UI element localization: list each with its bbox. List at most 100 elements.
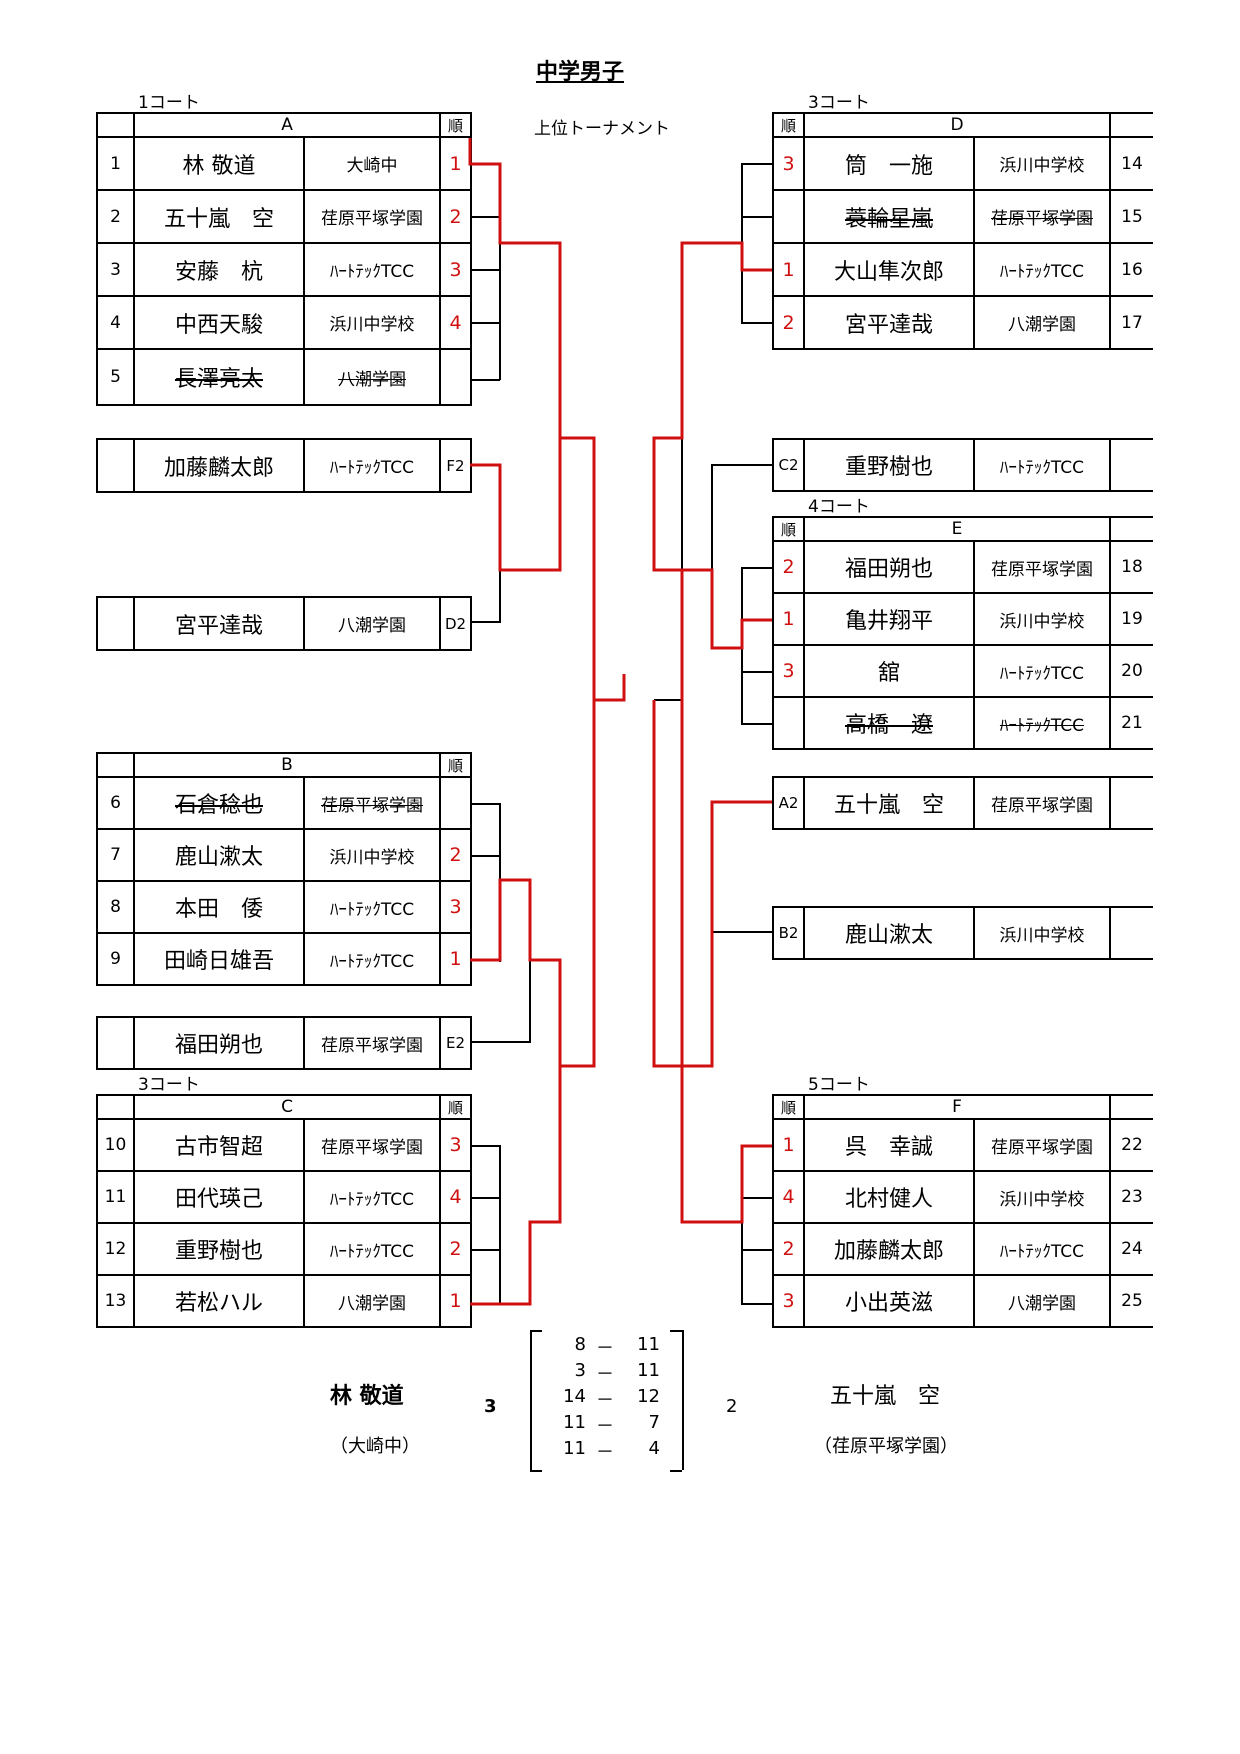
seed-label: B2: [772, 906, 805, 960]
game-sep: －: [596, 1364, 614, 1385]
game-scores: 8 － 11 3 － 11 14 － 12 11 － 7 11 － 4: [550, 1334, 660, 1464]
rank-value: 3: [772, 644, 805, 698]
entry-number: 2: [96, 189, 135, 244]
final-winner-school: （大崎中）: [330, 1436, 420, 1457]
player-name: 若松ハル: [133, 1274, 305, 1328]
team-name: ﾊｰﾄﾃｯｸTCC: [303, 1222, 441, 1276]
rank-value: 3: [439, 242, 473, 297]
player-name: 筒 一施: [803, 136, 975, 191]
seed-label: D2: [439, 596, 472, 651]
bracket-winner-lines: [468, 138, 772, 1306]
rank-value: 2: [772, 1222, 805, 1276]
court-label-right-mid: 4コート: [808, 497, 870, 517]
team-name: 荏原平塚学園: [302, 189, 442, 244]
score-bracket-br: [670, 1470, 682, 1472]
game-left: 11: [563, 1412, 586, 1433]
group-header: D: [803, 112, 1111, 138]
rank-value: 3: [439, 1118, 472, 1172]
entry-number: 20: [1109, 644, 1153, 698]
player-name: 亀井翔平: [803, 592, 975, 646]
player-name: 福田朔也: [803, 540, 975, 594]
game-score-row: 14 － 12: [550, 1386, 660, 1412]
group-header: A: [132, 112, 442, 138]
game-left: 14: [563, 1386, 586, 1407]
court-label-left-mid: 3コート: [138, 1075, 200, 1095]
rank-value: 1: [439, 932, 473, 986]
final-loser-name: 五十嵐 空: [830, 1384, 941, 1409]
player-name: 宮平達哉: [133, 596, 305, 651]
game-sep: －: [596, 1442, 614, 1463]
final-loser-school: （荏原平塚学園）: [814, 1436, 958, 1457]
final-loser-sets: 2: [726, 1396, 738, 1417]
game-right: 7: [648, 1412, 660, 1433]
rank-value: 1: [439, 1274, 472, 1328]
team-name: 浜川中学校: [973, 906, 1111, 960]
entry-number: 16: [1109, 242, 1153, 297]
rank-header: 順: [439, 112, 473, 138]
team-name: 八潮学園: [973, 1274, 1111, 1328]
entry-number: 13: [96, 1274, 135, 1328]
player-name: 中西天駿: [133, 295, 305, 350]
team-name: 浜川中学校: [973, 136, 1111, 191]
score-bracket-bl: [530, 1470, 542, 1472]
player-name: 福田朔也: [133, 1016, 305, 1070]
group-f-table: 順 F 1 呉 幸誠 荏原平塚学園 22 4 北村健人 浜川中学校 23 2 加…: [772, 1094, 1153, 1328]
entry-number: 6: [96, 776, 135, 830]
team-name: ﾊｰﾄﾃｯｸTCC: [973, 438, 1111, 492]
entry-number: 14: [1109, 136, 1153, 191]
rank-header: 順: [439, 752, 473, 778]
score-bracket-tr: [670, 1330, 682, 1332]
player-name: 小出英滋: [803, 1274, 975, 1328]
player-name: 古市智超: [133, 1118, 305, 1172]
seed-c2-row: C2 重野樹也 ﾊｰﾄﾃｯｸTCC: [772, 438, 1153, 492]
group-header: F: [803, 1094, 1111, 1120]
team-name: 荏原平塚学園: [303, 1118, 441, 1172]
final-winner-name: 林 敬道: [330, 1384, 404, 1409]
rank-value: 2: [772, 295, 805, 350]
score-bracket-tl: [530, 1330, 542, 1332]
entry-number: 19: [1109, 592, 1153, 646]
player-name: 鹿山漱太: [803, 906, 975, 960]
entry-number: 11: [96, 1170, 135, 1224]
page-title: 中学男子: [535, 60, 624, 85]
entry-number: 5: [96, 348, 135, 406]
player-name: 安藤 杭: [133, 242, 305, 297]
entry-number: 10: [96, 1118, 135, 1172]
seed-label: C2: [772, 438, 805, 492]
game-sep: －: [596, 1416, 614, 1437]
game-right: 11: [637, 1334, 660, 1355]
team-name: 浜川中学校: [973, 1170, 1111, 1224]
player-name: 五十嵐 空: [133, 189, 305, 244]
bracket-black-lines: [470, 163, 772, 1305]
rank-header: 順: [772, 516, 805, 542]
team-name: ﾊｰﾄﾃｯｸTCC: [302, 932, 442, 986]
group-header: B: [132, 752, 442, 778]
final-winner-sets: 3: [484, 1396, 497, 1417]
player-name-withdrawn: 蓑輪星嵐: [803, 189, 975, 244]
player-name: 加藤麟太郎: [803, 1222, 975, 1276]
team-name-withdrawn: 荏原平塚学園: [302, 776, 442, 830]
rank-value: [439, 348, 473, 406]
team-name: 荏原平塚学園: [973, 540, 1111, 594]
group-b-table: B 順 6 石倉稔也 荏原平塚学園 7 鹿山漱太 浜川中学校 2 8 本田 倭 …: [96, 752, 473, 986]
court-label-left-top: 1コート: [138, 93, 200, 113]
team-name: ﾊｰﾄﾃｯｸTCC: [973, 644, 1111, 698]
player-name: 大山隼次郎: [803, 242, 975, 297]
entry-number: 8: [96, 880, 135, 934]
game-score-row: 3 － 11: [550, 1360, 660, 1386]
rank-value: [772, 189, 805, 244]
rank-value: [439, 776, 473, 830]
game-left: 8: [574, 1334, 586, 1355]
entry-number: 12: [96, 1222, 135, 1276]
game-right: 12: [637, 1386, 660, 1407]
team-name-withdrawn: 荏原平塚学園: [973, 189, 1111, 244]
entry-number: 9: [96, 932, 135, 986]
entry-number: 7: [96, 828, 135, 882]
team-name: ﾊｰﾄﾃｯｸTCC: [973, 1222, 1111, 1276]
seed-label: F2: [439, 438, 472, 493]
team-name: ﾊｰﾄﾃｯｸTCC: [302, 880, 442, 934]
rank-value: 3: [772, 1274, 805, 1328]
player-name: 田崎日雄吾: [133, 932, 305, 986]
player-name-withdrawn: 石倉稔也: [133, 776, 305, 830]
player-name: 重野樹也: [803, 438, 975, 492]
